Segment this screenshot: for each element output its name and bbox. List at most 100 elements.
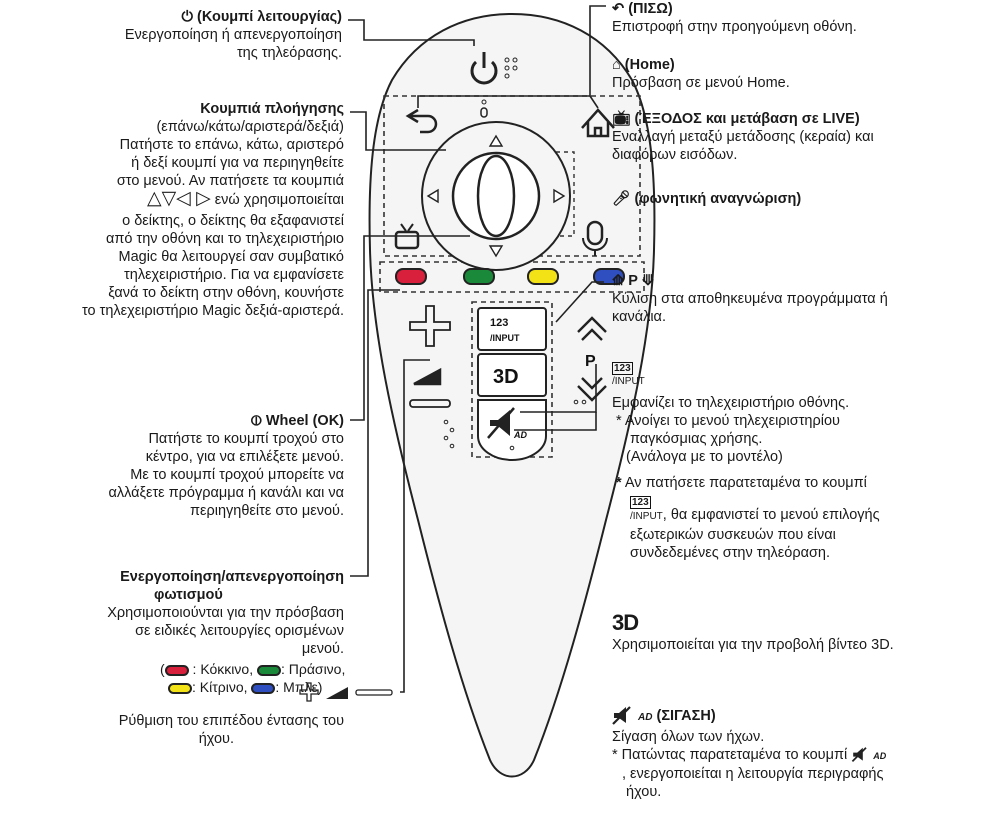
power-line-2: της τηλεόρασης.	[236, 45, 342, 61]
color-legend-red: : Κόκκινο,	[188, 661, 257, 677]
input-line-1: Εμφανίζει το τηλεχειριστήριο οθόνης.	[612, 395, 850, 411]
wheel-description: ⦶ Wheel (OK) Πατήστε το κουμπί τροχού στ…	[40, 412, 344, 520]
input-star: *	[616, 475, 622, 491]
leader-power	[348, 19, 475, 46]
remote-home-button	[581, 108, 615, 138]
volume-icons	[298, 681, 398, 708]
remote-exit-button	[394, 223, 420, 250]
wheel-line-4: αλλάξετε πρόγραμμα ή κανάλι και να	[108, 485, 344, 501]
input-description: 123 /INPUT Εμφανίζει το τηλεχειριστήριο …	[612, 358, 996, 562]
color-key-red	[395, 268, 427, 285]
power-description: ⏻ (Κουμπί λειτουργίας) Ενεργοποίηση ή απ…	[80, 8, 342, 62]
light-description: Ενεργοποίηση/απενεργοποίηση φωτισμού Χρη…	[40, 568, 344, 658]
nav-line-10: ξανά το δείκτη στην οθόνη, κουνήστε	[108, 285, 344, 301]
nav-line-4: στο μενού. Αν πατήσετε τα κουμπιά	[116, 173, 344, 189]
remote-3d-label: 3D	[493, 366, 519, 388]
back-line: Επιστροφή στην προηγούμενη οθόνη.	[612, 19, 857, 35]
remote-input-digits: 123	[490, 317, 508, 329]
wheel-icon: ⦶	[251, 413, 262, 429]
home-title: (Home)	[624, 57, 675, 73]
input-line-5: Αν πατήσετε παρατεταμένα το κουμπί	[624, 475, 867, 491]
tv-exit-icon: 📺︎	[612, 111, 631, 127]
input-line-7: εξωτερικών συσκευών που είναι	[630, 527, 836, 543]
remote-p-label: P	[585, 353, 596, 370]
arrow-keys-icon: △▽◁ ▷	[146, 188, 211, 209]
leader-nav	[350, 111, 446, 151]
mic-icon: 🎤︎	[612, 191, 631, 207]
swatch-green	[256, 664, 281, 676]
leader-lines	[348, 5, 606, 693]
threed-label: 3D	[612, 610, 639, 635]
volume-icon	[299, 682, 393, 702]
swatch-red	[164, 664, 189, 676]
nav-line-6: ο δείκτης, ο δείκτης θα εξαφανιστεί	[122, 213, 344, 229]
mute-line-1: Σίγαση όλων των ήχων.	[612, 729, 765, 745]
prog-description: ⟰ P ⟱ Κύλιση στα αποθηκευμένα προγράμματ…	[612, 272, 992, 326]
exit-line-1: Εναλλαγή μεταξύ μετάδοσης (κεραία) και	[612, 129, 874, 145]
home-line: Πρόσβαση σε μενού Home.	[612, 75, 790, 91]
exit-title: (ΈΞΟΔΟΣ και μετάβαση σε LIVE)	[634, 111, 860, 127]
wheel-line-5: περιηγηθείτε στο μενού.	[190, 503, 344, 519]
remote-small-mic	[480, 99, 488, 118]
input-line-4: (Ανάλογα με το μοντέλο)	[626, 449, 783, 465]
voice-description: 🎤︎ (φωνητική αναγνώριση)	[612, 190, 992, 208]
volume-description: Ρύθμιση του επιπέδου έντασης του ήχου.	[40, 712, 344, 748]
remote-input-label: /INPUT	[490, 333, 520, 343]
input-line-6: , θα εμφανιστεί το μενού επιλογής	[662, 507, 880, 523]
color-legend-green: : Πράσινο,	[280, 661, 346, 677]
leader-prog	[555, 281, 604, 323]
wheel-title: Wheel (OK)	[265, 413, 344, 429]
color-key-yellow	[527, 268, 559, 285]
nav-line-5: ενώ χρησιμοποιείται	[214, 192, 344, 208]
input-line-2: * Ανοίγει το μενού τηλεχειριστηρίου	[616, 413, 840, 429]
remote-program-buttons	[573, 316, 607, 405]
power-title: (Κουμπί λειτουργίας)	[197, 9, 342, 25]
light-line-3: μενού.	[301, 641, 344, 657]
input-sub-2: /INPUT	[630, 511, 663, 522]
remote-mic-button	[582, 220, 608, 256]
power-icon: ⏻	[181, 9, 193, 25]
nav-line-1: (επάνω/κάτω/αριστερά/δεξιά)	[156, 119, 344, 135]
remote-power-button	[470, 52, 518, 85]
input-digits-icon-2: 123	[630, 496, 651, 509]
color-legend-yellow: : Κίτρινο,	[192, 679, 252, 695]
power-line-1: Ενεργοποίηση ή απενεργοποίηση	[124, 27, 342, 43]
input-digits-icon: 123	[612, 362, 633, 375]
light-title-2: φωτισμού	[154, 587, 223, 603]
mute-title: (ΣΙΓΑΣΗ)	[656, 707, 716, 724]
color-legend-open: (	[160, 661, 165, 677]
volume-line-2: ήχου.	[198, 731, 234, 747]
leader-mute	[514, 412, 597, 431]
leader-home	[589, 95, 599, 109]
color-keys-dashed	[379, 261, 645, 293]
nav-line-3: ή δεξί κουμπί για να περιηγηθείτε	[131, 155, 344, 171]
nav-description: Κουμπιά πλοήγησης (επάνω/κάτω/αριστερά/δ…	[16, 100, 344, 320]
chevron-up-icon: ⟰	[612, 273, 625, 289]
threed-description: 3D Χρησιμοποιείται για την προβολή βίντε…	[612, 610, 996, 654]
input-sub: /INPUT	[612, 376, 645, 387]
exit-description: 📺︎ (ΈΞΟΔΟΣ και μετάβαση σε LIVE) Εναλλαγ…	[612, 110, 992, 164]
nav-line-9: τηλεχειριστήριο. Για να εμφανίσετε	[124, 267, 344, 283]
back-title: (ΠΙΣΩ)	[628, 1, 673, 17]
mute-line-4: ήχου.	[626, 784, 662, 800]
mute-description: AD (ΣΙΓΑΣΗ) Σίγαση όλων των ήχων. * Πατώ…	[612, 706, 996, 801]
nav-line-7: από την οθόνη και το τηλεχειριστήριο	[106, 231, 344, 247]
mute-line-2: * Πατώντας παρατεταμένα το κουμπί	[612, 747, 848, 763]
prog-p: P	[628, 273, 638, 289]
voice-title: (φωνητική αναγνώριση)	[634, 191, 802, 207]
light-title-1: Ενεργοποίηση/απενεργοποίηση	[120, 569, 344, 585]
swatch-yellow	[168, 682, 192, 694]
remote-mute-sub: AD	[513, 430, 527, 440]
wheel-line-3: Με το κουμπί τροχού μπορείτε να	[130, 467, 344, 483]
mute-sub-inline: AD	[873, 751, 887, 761]
nav-arrows	[426, 134, 566, 258]
color-legend: ( : Κόκκινο, : Πράσινο, : Κίτρινο, : Μπλ…	[160, 660, 350, 696]
leader-light	[350, 289, 400, 577]
prog-line-2: κανάλια.	[612, 309, 666, 325]
threed-line: Χρησιμοποιείται για την προβολή βίντεο 3…	[612, 637, 894, 653]
remote-back-button	[405, 108, 438, 134]
nav-title: Κουμπιά πλοήγησης	[200, 101, 344, 117]
remote-volume-buttons	[409, 305, 455, 449]
mute-line-3: , ενεργοποιείται η λειτουργία περιγραφής	[622, 766, 884, 782]
